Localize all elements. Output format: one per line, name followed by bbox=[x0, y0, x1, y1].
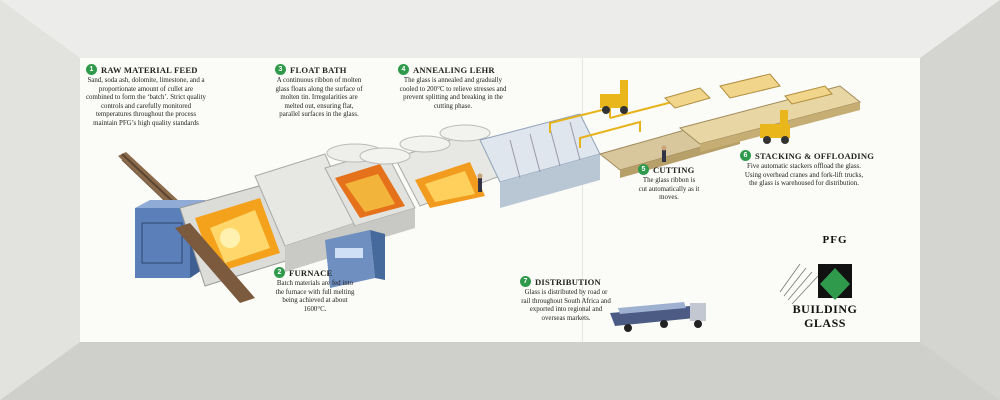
step-title: DISTRIBUTION bbox=[535, 276, 601, 287]
glass-stacks bbox=[664, 73, 833, 109]
step-cutting: 5 CUTTING The glass ribbon is cut automat… bbox=[638, 164, 700, 203]
step-furnace: 2 FURNACE Batch materials are fed into th… bbox=[274, 267, 356, 314]
step-distribution: 7 DISTRIBUTION Glass is distributed by ro… bbox=[520, 276, 612, 323]
step-number-badge: 6 bbox=[740, 150, 751, 161]
step-title: FURNACE bbox=[289, 267, 333, 278]
brochure-panel: 1 RAW MATERIAL FEED Sand, soda ash, dolom… bbox=[80, 58, 920, 342]
step-description: Five automatic stackers offload the glas… bbox=[744, 163, 864, 188]
step-description: The glass is annealed and gradually cool… bbox=[399, 77, 507, 110]
step-title: RAW MATERIAL FEED bbox=[101, 64, 198, 75]
annealing-lehr bbox=[359, 124, 501, 208]
distribution-truck bbox=[610, 302, 706, 332]
step-number-badge: 2 bbox=[274, 267, 285, 278]
step-title: FLOAT BATH bbox=[290, 64, 347, 75]
step-description: A continuous ribbon of molten glass floa… bbox=[275, 77, 363, 119]
step-number-badge: 4 bbox=[398, 64, 409, 75]
logo-top-text: PFG bbox=[822, 234, 848, 246]
workers bbox=[477, 145, 667, 192]
step-number-badge: 3 bbox=[275, 64, 286, 75]
forklift-right bbox=[760, 110, 790, 144]
pfg-logo-graphic bbox=[779, 263, 852, 305]
step-title: STACKING & OFFLOADING bbox=[755, 150, 875, 161]
logo-line1: BUILDING bbox=[792, 302, 858, 316]
step-number-badge: 7 bbox=[520, 276, 531, 287]
float-glass-production-line-illustration bbox=[118, 73, 862, 332]
step-float-bath: 3 FLOAT BATH A continuous ribbon of molte… bbox=[275, 64, 363, 120]
control-panel bbox=[325, 230, 385, 288]
cutting-gantry bbox=[549, 99, 681, 148]
page-fold bbox=[582, 58, 583, 342]
step-title: ANNEALING LEHR bbox=[413, 64, 495, 75]
cooling-section bbox=[479, 113, 601, 208]
step-raw-material-feed: 1 RAW MATERIAL FEED Sand, soda ash, dolom… bbox=[86, 64, 206, 129]
step-description: Batch materials are fed into the furnace… bbox=[275, 280, 355, 313]
step-stacking-offloading: 6 STACKING & OFFLOADING Five automatic st… bbox=[740, 150, 874, 189]
furnace bbox=[175, 182, 296, 303]
step-annealing-lehr: 4 ANNEALING LEHR The glass is annealed an… bbox=[398, 64, 508, 111]
step-title: CUTTING bbox=[653, 164, 695, 175]
step-number-badge: 5 bbox=[638, 164, 649, 175]
float-bath bbox=[324, 143, 416, 246]
forklift-left bbox=[600, 80, 628, 114]
step-description: The glass ribbon is cut automatically as… bbox=[638, 177, 700, 202]
logo-line2: GLASS bbox=[804, 316, 846, 330]
step-description: Sand, soda ash, dolomite, limestone, and… bbox=[86, 77, 206, 127]
step-description: Glass is distributed by road or rail thr… bbox=[521, 289, 611, 322]
step-number-badge: 1 bbox=[86, 64, 97, 75]
